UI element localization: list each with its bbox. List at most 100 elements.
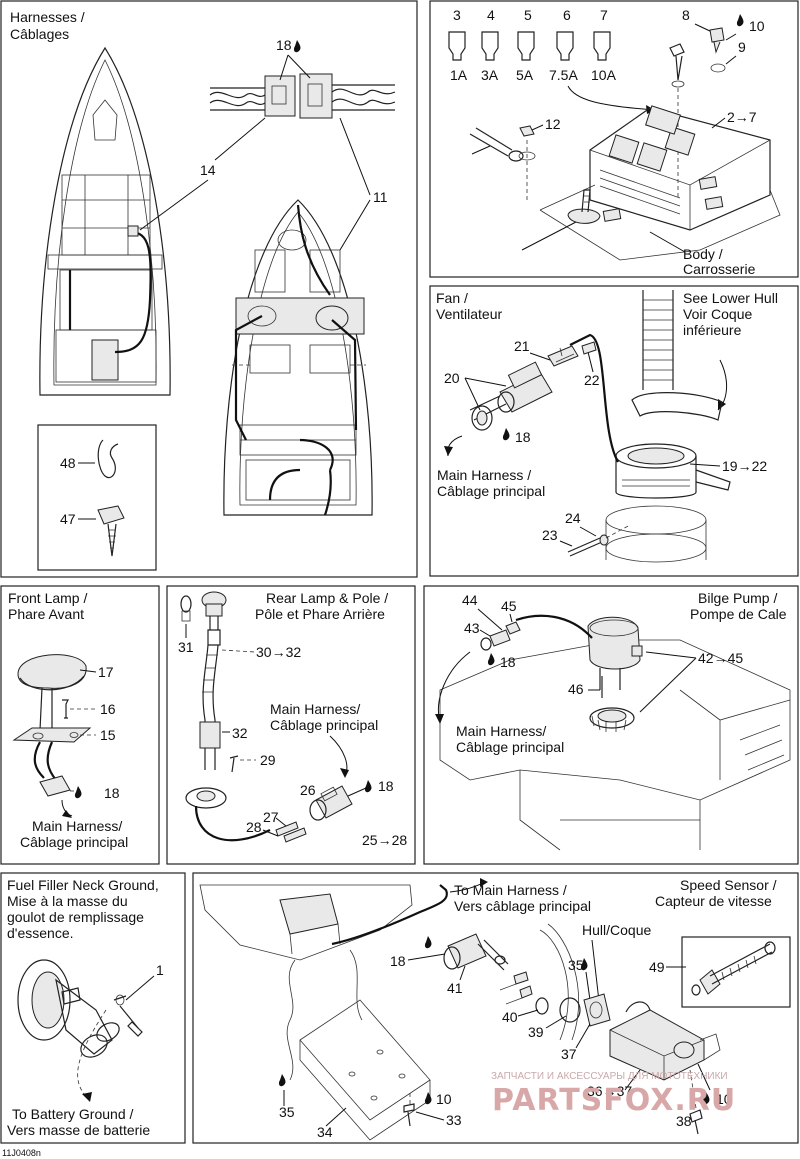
- svg-text:1A: 1A: [450, 67, 468, 83]
- speed-sensor-wire: [331, 884, 448, 946]
- watermark-tagline: ЗАПЧАСТИ И АКСЕССУАРЫ ДЛЯ МОТОТЕХНИКИ: [491, 1071, 728, 1082]
- callout-14: 14: [200, 162, 216, 178]
- harnesses-title-en: Harnesses /: [10, 9, 85, 25]
- harnesses-title-fr: Câblages: [10, 26, 69, 42]
- callout-11: 11: [373, 189, 388, 205]
- sealant-drop-icon: [502, 428, 510, 441]
- sealant-drop-icon: [487, 653, 495, 666]
- rear-lamp-title-en: Rear Lamp & Pole /: [266, 590, 388, 606]
- svg-text:3: 3: [453, 7, 461, 23]
- front-main-harness-en: Main Harness/: [32, 818, 122, 834]
- fan-panel-frame: [429, 285, 799, 577]
- rear-main-harness-en: Main Harness/: [270, 701, 360, 717]
- callout-2-7: 2→7: [727, 109, 757, 125]
- callout-21: 21: [514, 338, 530, 354]
- body-panel-outline: [539, 184, 781, 261]
- rear-lamp-cap: [201, 591, 227, 646]
- rear-lamp-title-fr: Pôle et Phare Arrière: [255, 606, 385, 622]
- callout-37: 37: [561, 1046, 577, 1062]
- callout-10: 10: [749, 18, 765, 34]
- callout-18: 18: [390, 953, 406, 969]
- fan-title-fr: Ventilateur: [436, 306, 502, 322]
- bilge-connector: [480, 621, 521, 651]
- sealant-drop-icon: [293, 40, 301, 53]
- body-label-fr: Carrosserie: [683, 261, 756, 277]
- fuse-box-panel: 3 1A 4 3A 5 5A 6 7.5A 7 10A 8 10: [448, 7, 781, 277]
- callout-36-37: 36→37: [587, 1083, 632, 1099]
- fuel-title-3: goulot de remplissage: [7, 909, 144, 925]
- bilge-main-harness-en: Main Harness/: [456, 723, 546, 739]
- speed-connector: [443, 933, 509, 971]
- callout-10: 10: [716, 1091, 732, 1107]
- speed-to-main-fr: Vers câblage principal: [454, 898, 591, 914]
- speed-sensor-panel: Speed Sensor / Capteur de vitesse To Mai…: [199, 877, 791, 1141]
- boat-top-view-left: [39, 46, 171, 396]
- rear-lamp-panel-frame: [166, 585, 416, 865]
- callout-27: 27: [263, 809, 279, 825]
- callout-8: 8: [682, 7, 690, 23]
- svg-text:5A: 5A: [516, 67, 534, 83]
- harnesses-panel-frame: [0, 0, 418, 578]
- fuel-ground-panel: Fuel Filler Neck Ground, Mise à la masse…: [7, 877, 164, 1138]
- callout-42-45: 42→45: [698, 650, 743, 666]
- fuel-filler-neck: [17, 959, 120, 1058]
- fuse-6: 6 7.5A: [549, 7, 578, 83]
- callout-18: 18: [500, 654, 516, 670]
- rear-main-harness-fr: Câblage principal: [270, 717, 378, 733]
- speed-title-fr: Capteur de vitesse: [655, 893, 772, 909]
- rear-connector: [309, 785, 353, 821]
- callout-17: 17: [98, 664, 114, 680]
- callout-40: 40: [502, 1009, 518, 1025]
- callout-35: 35: [568, 957, 584, 973]
- front-lamp-base: [12, 727, 92, 743]
- callout-22: 22: [584, 372, 600, 388]
- callout-18: 18: [378, 778, 394, 794]
- see-lower-hull-1: See Lower Hull: [683, 290, 778, 306]
- plate-screw: [403, 1103, 415, 1127]
- sealant-drop-icon: [364, 780, 372, 793]
- fuse-3: 3 1A: [448, 7, 468, 83]
- clips-inset-frame: [37, 424, 157, 571]
- see-lower-hull-3: inférieure: [683, 322, 742, 338]
- sealant-drop-icon: [74, 786, 82, 799]
- fuel-ground-panel-frame: [0, 872, 186, 1144]
- callout-39: 39: [528, 1024, 544, 1040]
- hull-label: Hull/Coque: [582, 922, 651, 938]
- ventilation-duct: [631, 290, 727, 421]
- fan-title-en: Fan /: [436, 290, 468, 306]
- callout-43: 43: [464, 620, 480, 636]
- tie-wrap-clip: [97, 439, 119, 479]
- callout-9: 9: [738, 39, 746, 55]
- sealant-drop-icon: [278, 1074, 286, 1087]
- front-lamp-panel-frame: [0, 585, 160, 865]
- see-lower-hull-2: Voir Coque: [683, 306, 752, 322]
- fan-motor: [605, 443, 731, 563]
- sensor-screw: [689, 1109, 703, 1135]
- callout-44: 44: [462, 592, 478, 608]
- sensor-inset-frame: [681, 936, 791, 1008]
- callout-23: 23: [542, 527, 558, 543]
- bilge-pump-panel-frame: [423, 585, 799, 865]
- ground-stud: [567, 189, 601, 224]
- fan-motor-wire: [569, 333, 619, 463]
- rear-lamp-base: [185, 787, 271, 842]
- callout-19-22: 19→22: [722, 458, 767, 474]
- svg-text:6: 6: [563, 7, 571, 23]
- callout-15: 15: [100, 727, 116, 743]
- front-lamp-screw: [62, 699, 69, 719]
- rear-lamp-panel: Rear Lamp & Pole / Pôle et Phare Arrière…: [178, 590, 407, 848]
- callout-10: 10: [436, 1091, 452, 1107]
- front-lamp-title-fr: Phare Avant: [8, 606, 84, 622]
- boat-top-view-right: [223, 199, 373, 516]
- fan-main-harness-fr: Câblage principal: [437, 483, 545, 499]
- rear-lamp-pole: [202, 644, 219, 770]
- svg-text:7: 7: [600, 7, 608, 23]
- bilge-pump-wire: [515, 614, 593, 639]
- fuel-title-1: Fuel Filler Neck Ground,: [7, 877, 159, 893]
- fuel-title-4: d'essence.: [7, 925, 74, 941]
- fuse-box-body: [589, 105, 771, 231]
- callout-41: 41: [447, 980, 463, 996]
- speed-sensor-panel-frame: [192, 872, 799, 1144]
- ground-screw: [113, 995, 139, 1029]
- bilge-main-harness-fr: Câblage principal: [456, 739, 564, 755]
